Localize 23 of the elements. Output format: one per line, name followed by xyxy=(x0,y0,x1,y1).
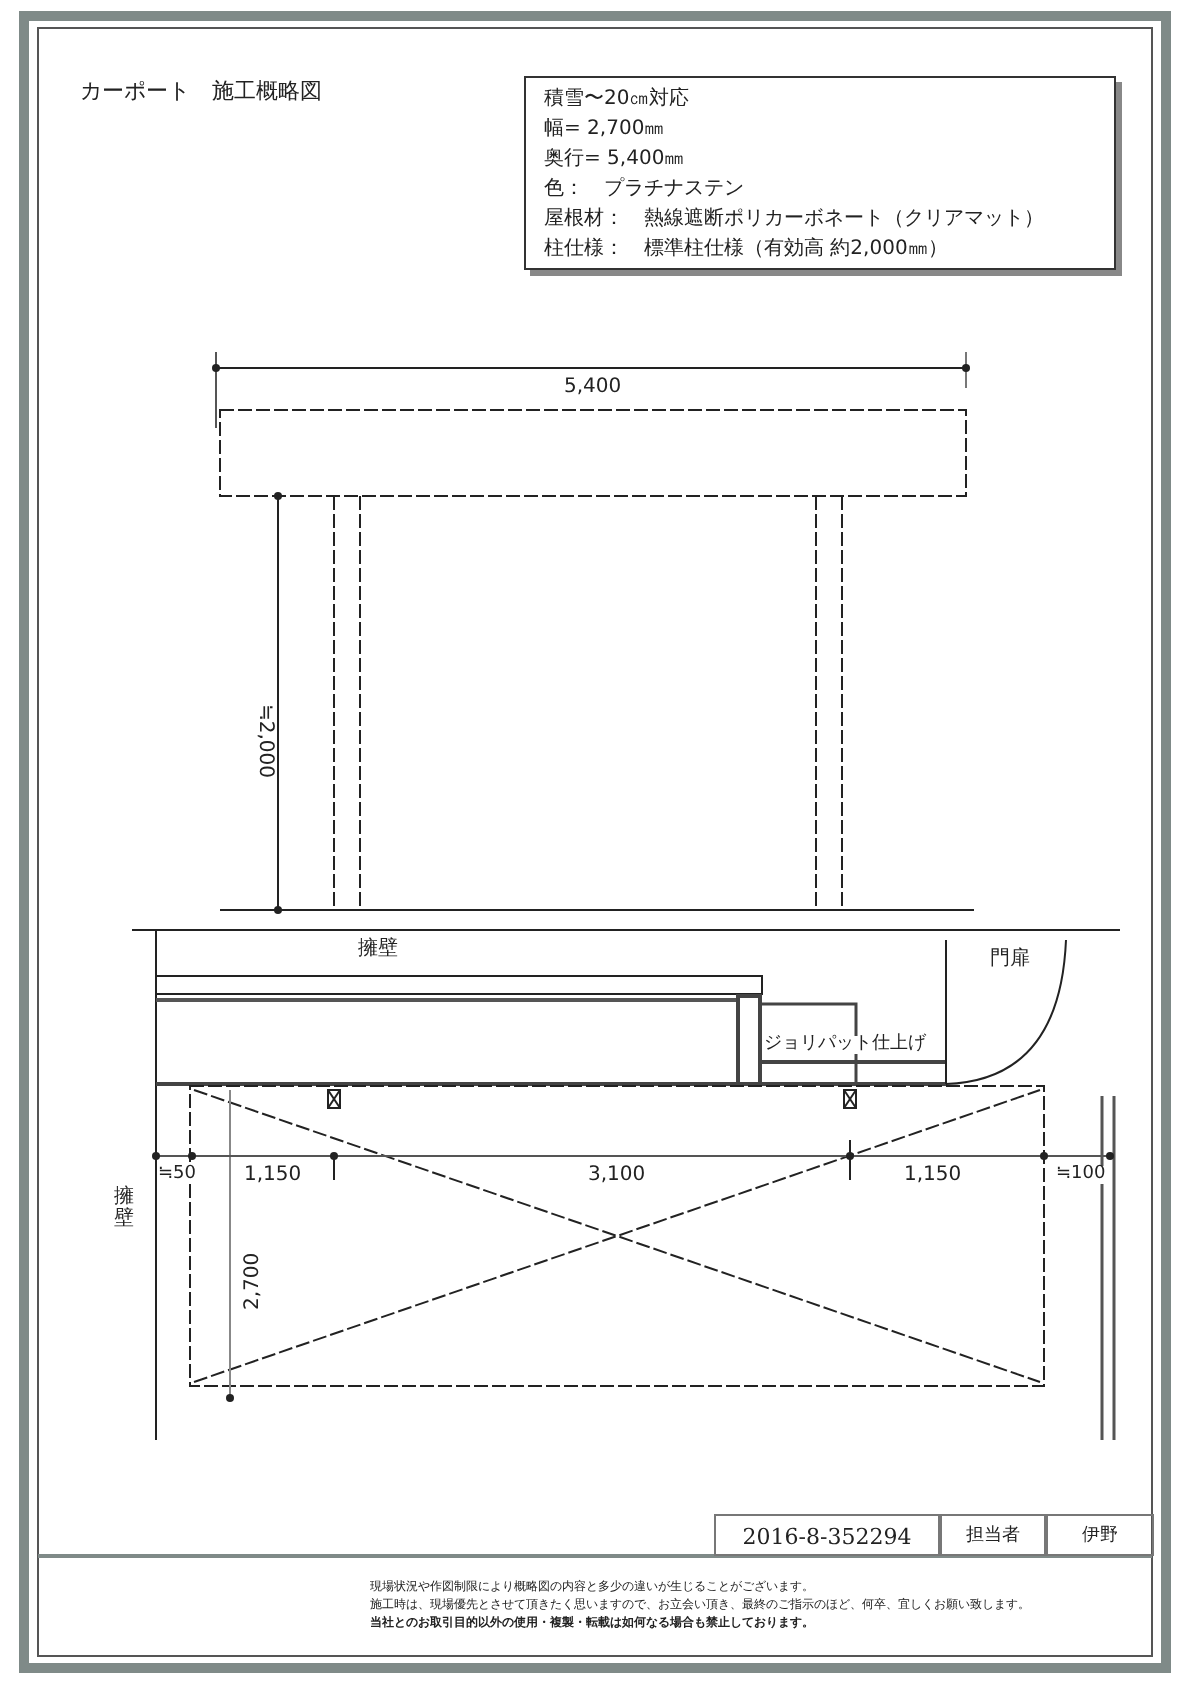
spec-line: 屋根材： 熱線遮断ポリカーボネート（クリアマット） xyxy=(544,210,1044,230)
finish-label: ジョリパット仕上げ xyxy=(764,1036,926,1054)
spec-line: 積雪〜20㎝対応 xyxy=(544,90,690,110)
spec-line: 柱仕様： 標準柱仕様（有効高 約2,000㎜） xyxy=(544,240,948,260)
dimension-text: ≒2,000 xyxy=(254,704,274,779)
table-cell: 担当者 xyxy=(940,1514,1046,1556)
table-cell: 伊野 xyxy=(1046,1514,1154,1556)
gate-label: 門扉 xyxy=(990,950,1030,970)
spec-line: 幅= 2,700㎜ xyxy=(544,120,665,140)
dimension-text: 3,100 xyxy=(588,1166,646,1186)
wall-label: 擁壁 xyxy=(114,1186,134,1230)
dimension-text: 5,400 xyxy=(564,378,622,398)
dimension-text: 1,150 xyxy=(244,1166,302,1186)
wall-label: 擁壁 xyxy=(358,940,398,960)
dimension-text: 1,150 xyxy=(904,1166,962,1186)
dimension-text: ≒50 xyxy=(158,1166,197,1184)
dimension-text: ≒100 xyxy=(1056,1166,1106,1184)
spec-box xyxy=(524,76,1116,270)
spec-line: 色： プラチナステン xyxy=(544,180,744,200)
table-cell: 2016-8-352294 xyxy=(714,1514,940,1556)
spec-line: 奥行= 5,400㎜ xyxy=(544,150,685,170)
dimension-text: 2,700 xyxy=(244,1252,264,1310)
title: カーポート 施工概略図 xyxy=(80,80,322,102)
